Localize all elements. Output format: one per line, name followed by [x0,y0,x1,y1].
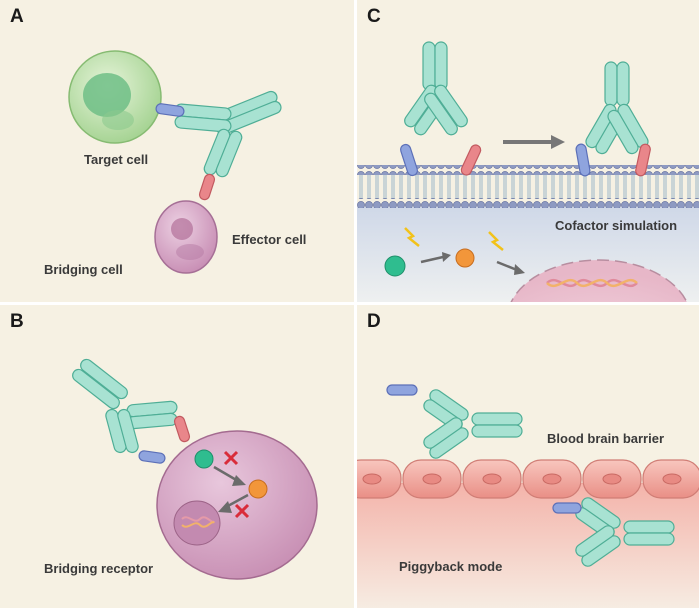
signal-lightning-icon [404,227,504,251]
panel-letter-d: D [367,311,381,332]
binding-arrow [503,135,565,149]
panel-a-illustration [68,50,282,274]
bridging-cell-caption: Bridging cell [44,262,123,277]
endothelial-cell-layer [357,459,699,499]
signal-molecule-green [384,255,406,277]
target-cell [68,50,162,144]
panel-d: D Blood brain barrier Piggyback mode [357,305,699,608]
antibody-unbound [404,41,468,136]
endothelial-nuclei [362,473,682,485]
receptor-blue [400,143,418,177]
bridging-receptor-caption: Bridging receptor [44,561,154,576]
piggyback-mode-caption: Piggyback mode [399,559,503,574]
bispecific-antibody [72,358,178,454]
inhibition-x-icon [223,450,250,519]
nucleus [510,259,688,302]
effector-cell [154,200,218,274]
receptor-red [460,144,482,176]
red-binding-domain [198,173,216,201]
antibody-bound [585,61,649,155]
panel-c-illustration [357,41,699,302]
antibody-brain-side [423,389,523,459]
bispecific-antibody [174,90,282,178]
antibody-blood-side [575,497,675,567]
signal-molecule-orange [455,248,475,268]
signal-arrow [420,252,525,275]
cell-membrane [357,165,699,208]
cofactor-simulation-caption: Cofactor simulation [555,218,678,233]
signal-molecule-green [194,449,214,469]
panel-letter-c: C [367,6,381,27]
red-binding-domain [173,415,191,443]
panel-d-illustration [357,384,699,608]
panel-b-illustration [72,358,318,580]
panel-c: C Cofactor simulation [357,0,699,302]
target-cell-label: Target cell [84,152,149,167]
signal-arrow [213,465,249,513]
panel-a: A Target cell Effector cell Bridging cel… [0,0,354,302]
receptor-blue-bound [575,143,591,177]
blood-brain-barrier-label: Blood brain barrier [547,431,665,446]
panel-letter-a: A [10,6,24,27]
attached-binding-domain [552,502,582,514]
free-binding-domain [386,384,418,396]
panel-letter-b: B [10,311,24,332]
receptor-red-bound [635,143,651,177]
signal-molecule-orange [248,479,268,499]
blue-binding-domain [138,450,166,464]
panel-b: B Bridging receptor [0,305,354,608]
effector-cell-label: Effector cell [232,232,307,247]
blue-binding-domain [155,103,185,117]
